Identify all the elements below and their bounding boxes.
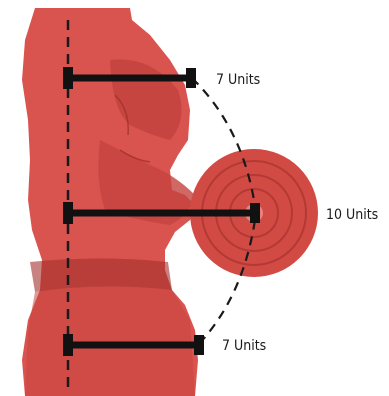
upper-arm-label: 7 Units	[216, 72, 260, 88]
middle-bar-right-cap	[250, 203, 260, 223]
upper-bar-left-cap	[63, 67, 73, 89]
lower-arm-label: 7 Units	[222, 338, 266, 354]
hip-shading	[25, 286, 195, 396]
lower-bar-left-cap	[63, 334, 73, 356]
lower-bar-right-cap	[194, 335, 204, 355]
upper-bar-right-cap	[186, 68, 196, 88]
torso-figure	[22, 8, 198, 396]
middle-arm-label: 10 Units	[326, 207, 378, 223]
middle-bar-left-cap	[63, 202, 73, 224]
